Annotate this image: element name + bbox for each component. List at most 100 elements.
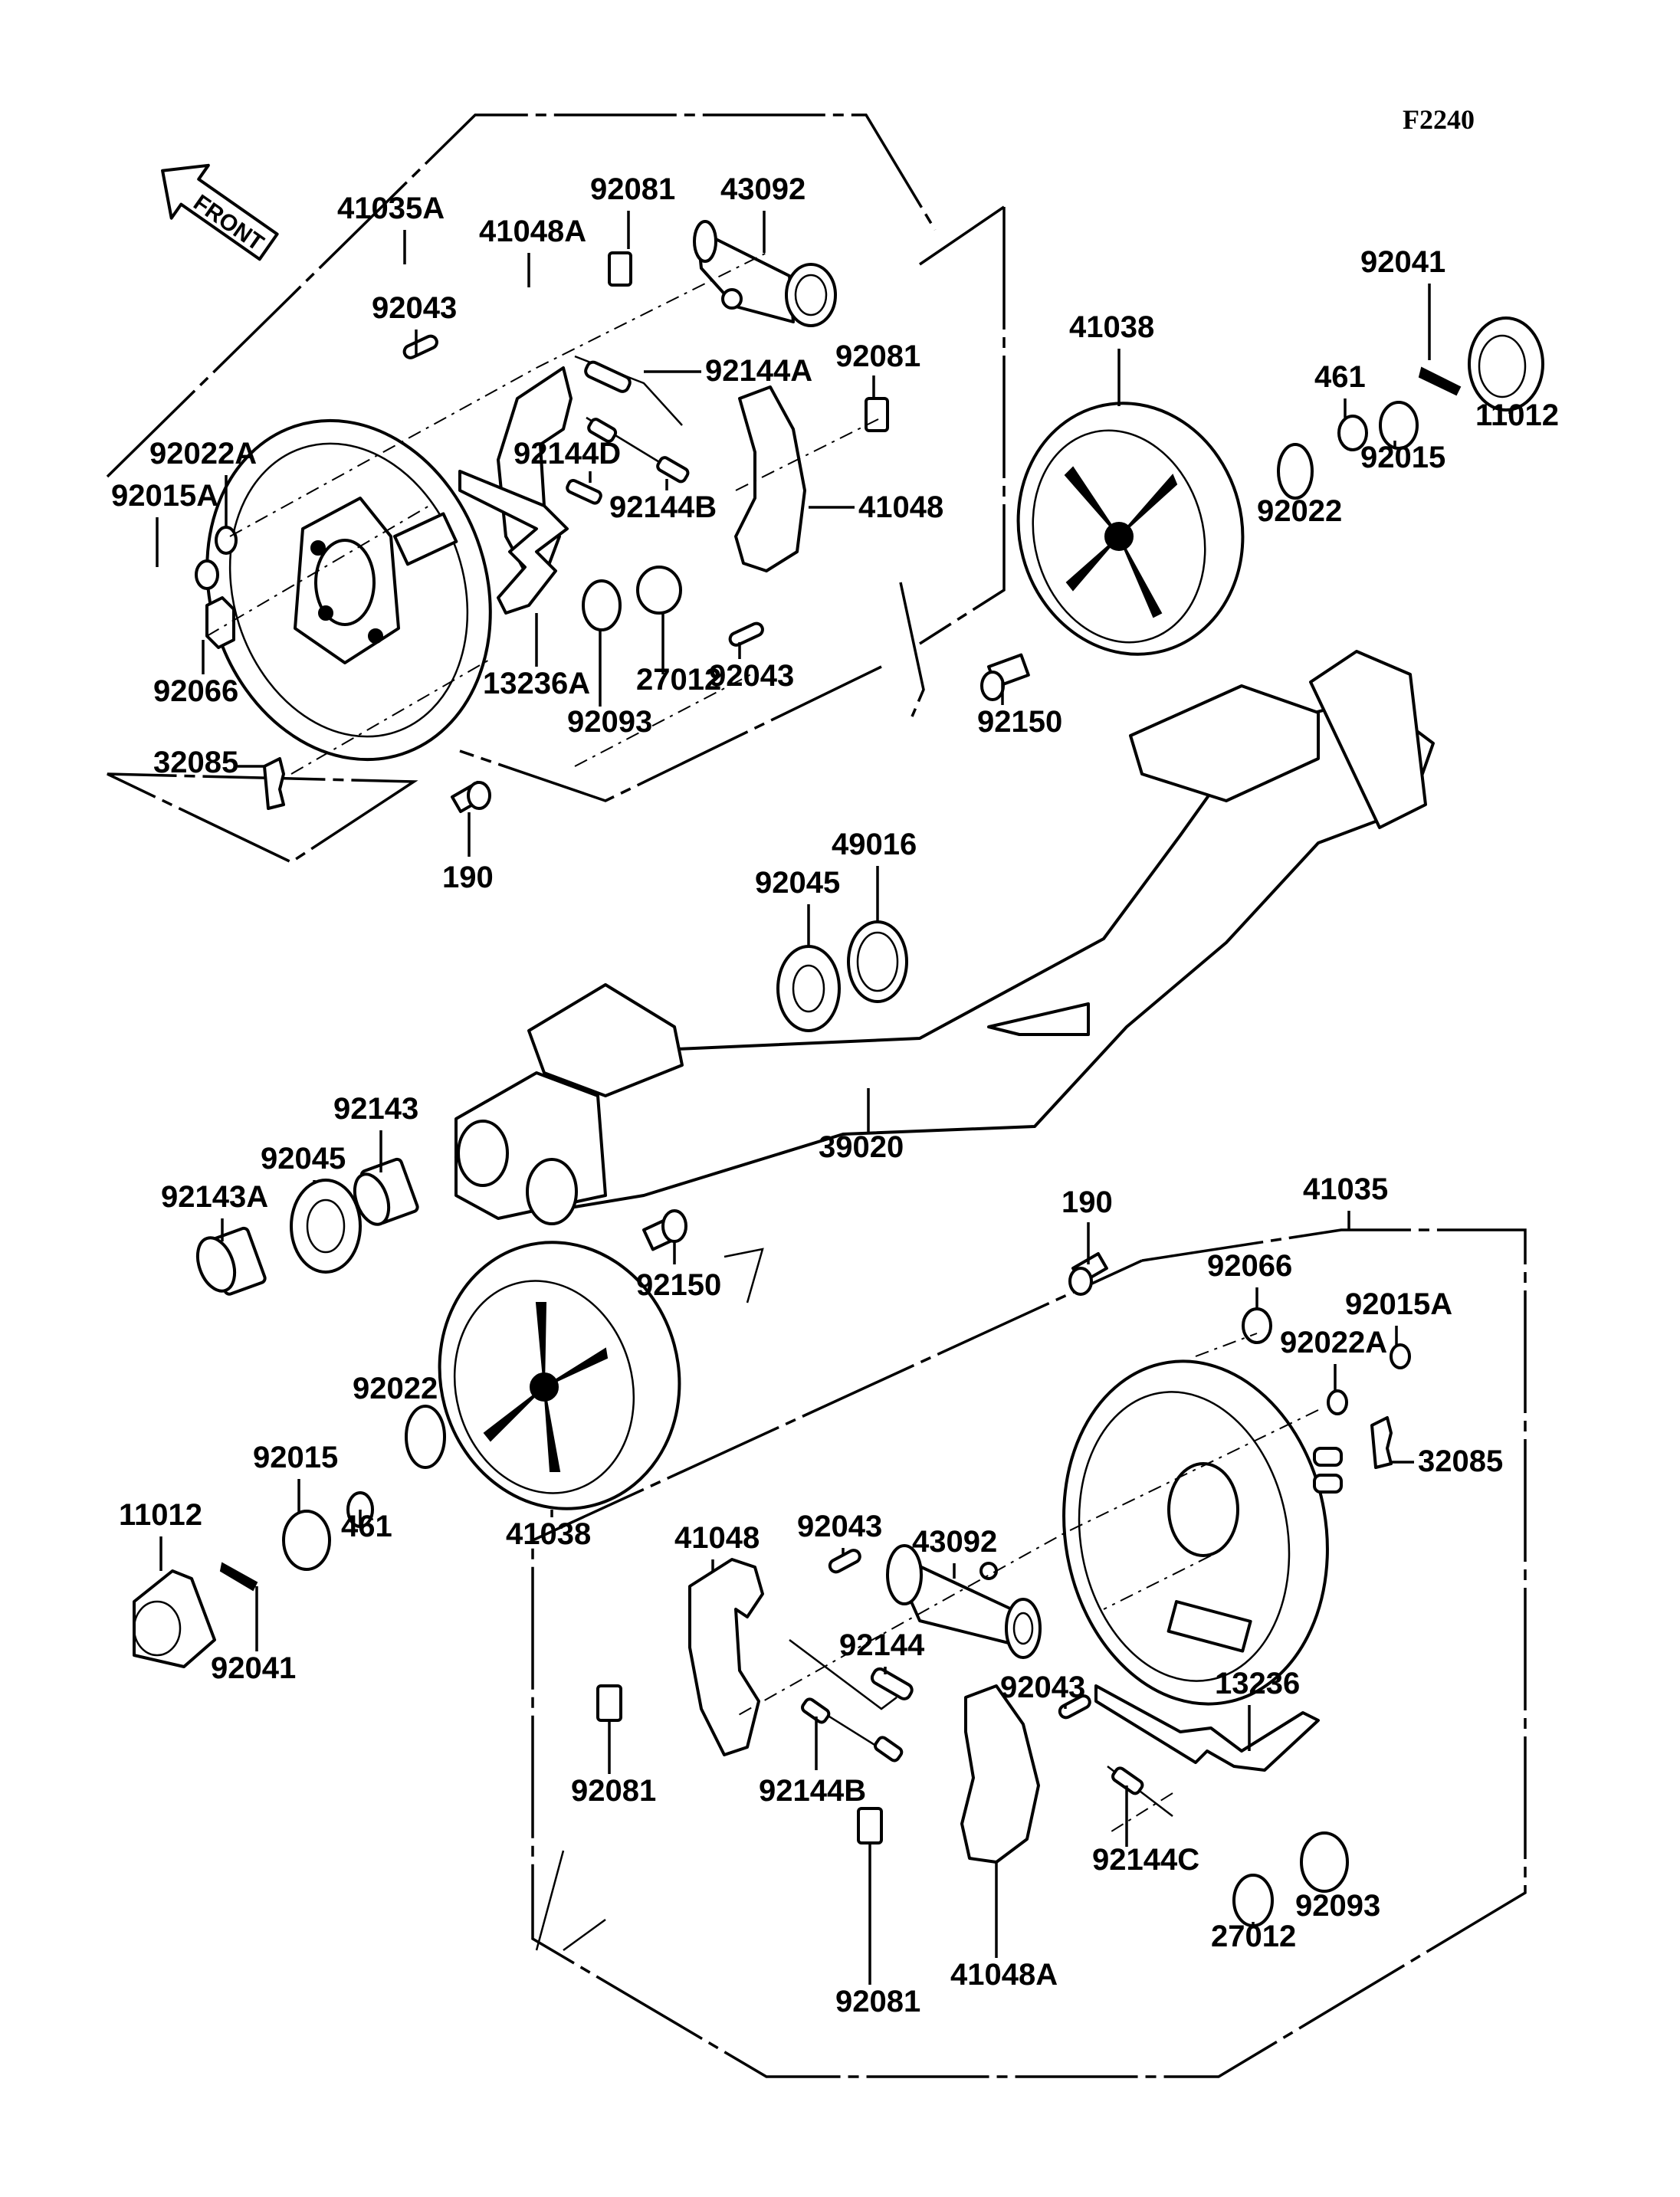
cap-11012-right	[1468, 316, 1544, 412]
bushing-92143	[353, 1157, 419, 1226]
boot-92093-lower	[1300, 1831, 1349, 1893]
part-label-92093-u: 92093	[567, 705, 652, 739]
part-label-92022a-u: 92022A	[149, 437, 257, 471]
part-label-92150-r: 92150	[977, 705, 1062, 739]
nut-92015-left	[282, 1510, 331, 1571]
part-label-92144c: 92144C	[1092, 1843, 1199, 1877]
plug-92066-upper	[205, 596, 235, 649]
wheel-cylinder-43092-lower	[886, 1544, 1042, 1659]
brake-drum-41038-left	[438, 1241, 681, 1510]
assembly-guide-lines	[206, 252, 1319, 1832]
part-label-92015-l: 92015	[253, 1441, 338, 1474]
part-label-41035a: 41035A	[337, 192, 445, 225]
part-label-43092-d: 43092	[912, 1525, 997, 1559]
clip-32085-lower	[1370, 1416, 1393, 1469]
part-label-43092-u: 43092	[720, 172, 806, 206]
part-label-11012-l: 11012	[119, 1498, 202, 1532]
clip-92081-upper-1	[608, 251, 632, 287]
spring-92144A	[574, 355, 683, 426]
part-label-92015a-d: 92015A	[1345, 1287, 1452, 1321]
part-label-92093-d: 92093	[1295, 1889, 1380, 1923]
clip-92081-upper-2	[865, 397, 889, 432]
part-label-92081-u2: 92081	[835, 339, 920, 373]
nut-92022A-upper	[215, 526, 238, 555]
spring-92144B-lower	[801, 1697, 904, 1763]
part-label-39020: 39020	[819, 1130, 904, 1164]
part-label-92015a-u: 92015A	[111, 479, 218, 513]
lower-break-marks	[535, 1248, 764, 1952]
lower-assembly-frame	[531, 1228, 1527, 2078]
wheel-cylinder-43092-upper	[693, 220, 837, 327]
plug-92066-lower	[1242, 1307, 1272, 1344]
spring-92144	[789, 1639, 914, 1710]
upper-inner-boundary	[899, 205, 1005, 717]
bushing-92143A	[195, 1226, 267, 1296]
washer-92022-left	[405, 1405, 446, 1469]
axle-housing-39020	[454, 650, 1435, 1225]
part-label-92015-r: 92015	[1360, 441, 1445, 474]
nut-92015A-upper	[195, 559, 219, 590]
bearing-92045-axle	[776, 945, 841, 1032]
part-label-92043-u1: 92043	[372, 291, 457, 325]
brake-drum-41038-right	[1016, 402, 1245, 656]
part-label-32085-d: 32085	[1418, 1444, 1503, 1478]
clip-32085-upper	[263, 757, 285, 810]
pin-92041-left	[219, 1562, 258, 1592]
brake-shoe-41048-upper	[734, 385, 806, 572]
part-label-92143: 92143	[333, 1092, 418, 1126]
part-label-49016: 49016	[832, 828, 917, 861]
part-label-92081-d1: 92081	[571, 1774, 656, 1808]
part-label-92143a: 92143A	[161, 1180, 268, 1214]
lever-13236A	[458, 470, 569, 615]
part-label-27012-u: 27012	[636, 663, 721, 697]
bolt-190-lower	[1068, 1252, 1108, 1296]
part-label-92081-u1: 92081	[590, 172, 675, 206]
boot-92093-upper	[582, 579, 622, 631]
part-label-41035: 41035	[1303, 1172, 1388, 1206]
washer-92022-right	[1277, 443, 1314, 500]
clip-92081-lower-1	[596, 1684, 622, 1722]
diagram-code: F2240	[1403, 104, 1475, 135]
part-label-92144a: 92144A	[705, 354, 812, 388]
part-label-41048a-d: 41048A	[950, 1958, 1058, 1992]
stud-92150-left	[642, 1209, 687, 1251]
nut-92015A-lower	[1390, 1343, 1411, 1369]
front-arrow-icon: FRONT	[161, 163, 279, 261]
part-label-92045-a: 92045	[755, 866, 840, 900]
part-label-92066-d: 92066	[1207, 1249, 1292, 1283]
part-label-461-l: 461	[341, 1510, 392, 1543]
nut-92015-right	[1379, 401, 1419, 450]
part-label-92045-l: 92045	[261, 1142, 346, 1176]
part-label-190-d: 190	[1061, 1185, 1113, 1219]
seal-27012-upper	[636, 566, 682, 615]
pin-92043-upper-1	[402, 334, 438, 359]
stud-92150-right	[980, 653, 1030, 701]
backing-plate-upper	[205, 418, 492, 762]
backing-plate-lower	[1062, 1359, 1343, 1706]
pin-92043-lower-1	[828, 1549, 861, 1574]
upper-assembly-frame	[106, 113, 1006, 864]
brake-shoe-41048-lower	[688, 1558, 764, 1756]
part-label-461-r: 461	[1314, 360, 1366, 394]
part-label-92043-d1: 92043	[797, 1510, 882, 1543]
part-label-92081-d2: 92081	[835, 1985, 920, 2018]
brake-shoe-41048A-lower	[960, 1684, 1040, 1864]
leader-lines	[156, 211, 1511, 1985]
part-label-13236a: 13236A	[483, 667, 590, 700]
part-label-27012-d: 27012	[1211, 1920, 1296, 1953]
part-label-41038-l: 41038	[506, 1517, 591, 1551]
part-label-92144b-d: 92144B	[759, 1774, 866, 1808]
nut-92022A-lower	[1327, 1389, 1348, 1415]
pin-92041-right	[1418, 366, 1462, 396]
part-label-92022a-d: 92022A	[1280, 1326, 1387, 1359]
part-label-92144b-u: 92144B	[609, 490, 717, 524]
part-label-32085-u: 32085	[153, 746, 238, 779]
part-label-92041-r: 92041	[1360, 245, 1445, 279]
pin-92043-upper-2	[728, 621, 764, 647]
part-label-92022-r: 92022	[1257, 494, 1342, 528]
pin-92043-lower-2	[1058, 1694, 1091, 1720]
part-label-41048-u: 41048	[858, 490, 943, 524]
cap-11012-left	[133, 1569, 216, 1668]
clip-92081-lower-2	[857, 1807, 883, 1844]
